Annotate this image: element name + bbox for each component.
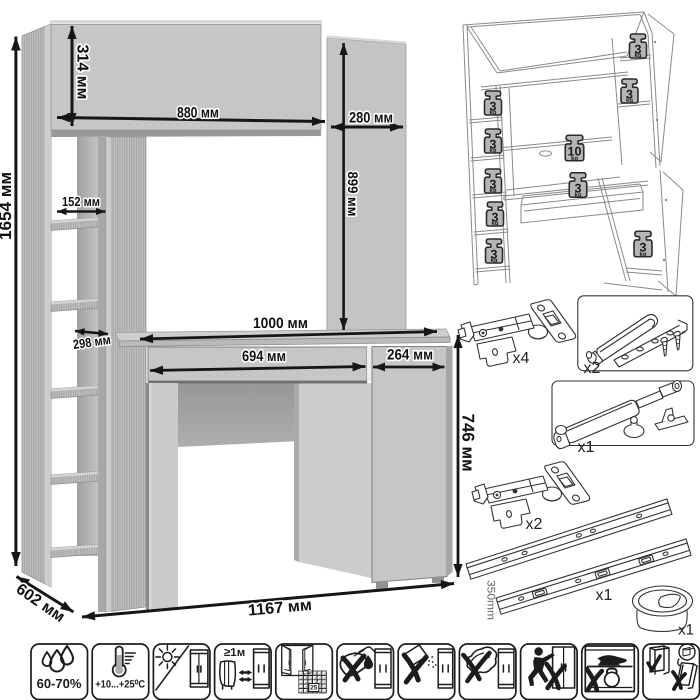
svg-text:3: 3: [640, 241, 647, 255]
svg-text:kg: kg: [634, 52, 641, 59]
svg-text:3: 3: [492, 210, 499, 224]
svg-text:25: 25: [310, 685, 318, 692]
svg-text:kg: kg: [489, 187, 496, 194]
svg-text:264 мм: 264 мм: [387, 346, 433, 363]
svg-text:x1: x1: [596, 587, 613, 604]
svg-text:3: 3: [635, 42, 642, 56]
svg-text:x1: x1: [578, 439, 595, 456]
svg-text:1654 мм: 1654 мм: [0, 172, 15, 240]
svg-text:kg: kg: [491, 220, 498, 227]
svg-text:3: 3: [490, 137, 497, 151]
svg-text:kg: kg: [571, 155, 578, 162]
svg-text:kg: kg: [639, 251, 646, 258]
svg-text:3: 3: [575, 181, 582, 195]
svg-text:746 мм: 746 мм: [458, 414, 477, 472]
svg-text:x1: x1: [678, 621, 694, 638]
svg-text:3: 3: [491, 247, 498, 261]
svg-text:3: 3: [626, 87, 633, 101]
svg-text:298 мм: 298 мм: [72, 332, 112, 352]
svg-text:880 мм: 880 мм: [177, 104, 219, 121]
svg-text:3: 3: [490, 177, 497, 191]
svg-text:kg: kg: [490, 257, 497, 264]
svg-text:3: 3: [490, 99, 497, 113]
svg-text:kg: kg: [574, 191, 581, 198]
svg-text:899 мм: 899 мм: [345, 172, 361, 217]
svg-text:x2: x2: [584, 360, 601, 377]
svg-text:kg: kg: [489, 147, 496, 154]
svg-text:152 мм: 152 мм: [62, 194, 100, 209]
svg-text:60-70%: 60-70%: [37, 676, 82, 691]
svg-text:1000 мм: 1000 мм: [253, 315, 308, 332]
svg-text:x2: x2: [526, 516, 543, 533]
svg-text:350mm: 350mm: [485, 580, 497, 620]
svg-text:≥1м: ≥1м: [224, 647, 245, 659]
svg-text:kg: kg: [489, 109, 496, 116]
svg-text:+10...+25⁰С: +10...+25⁰С: [95, 678, 145, 690]
svg-text:10: 10: [568, 145, 582, 159]
svg-text:694 мм: 694 мм: [242, 348, 286, 365]
svg-text:x4: x4: [513, 350, 530, 367]
svg-text:280 мм: 280 мм: [349, 109, 393, 126]
svg-text:314 мм: 314 мм: [73, 45, 90, 100]
svg-text:kg: kg: [626, 97, 633, 104]
